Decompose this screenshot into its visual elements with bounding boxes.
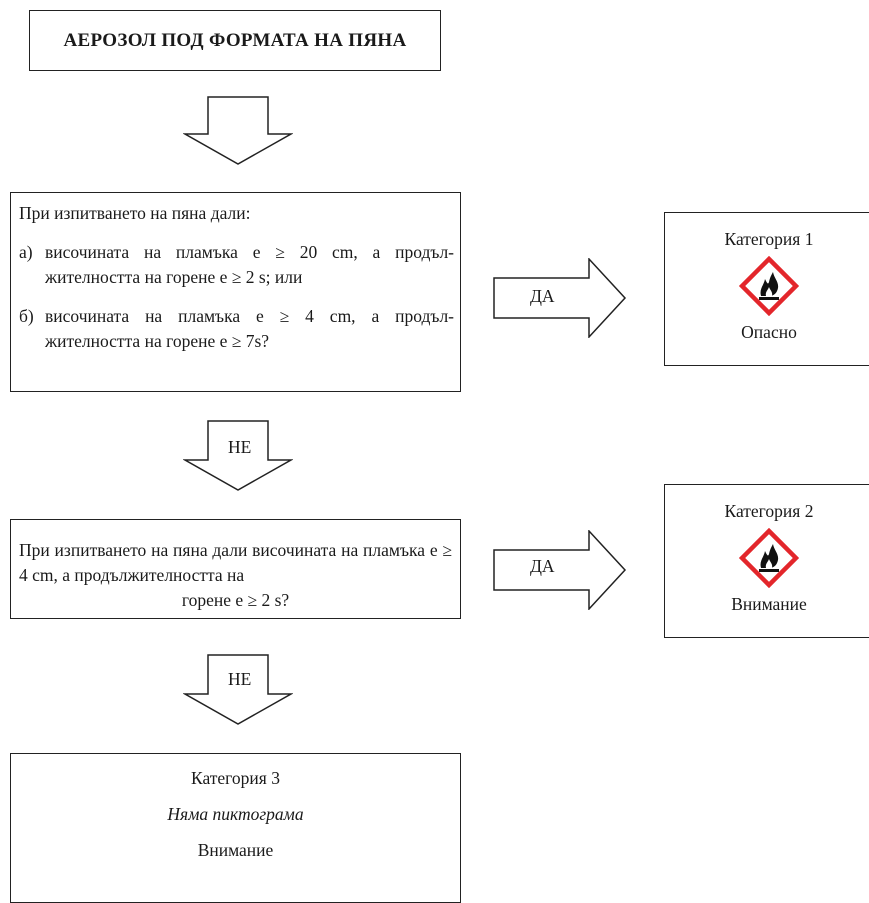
down-arrow-no-1 [183, 420, 293, 491]
category-1-signal-word: Опасно [741, 322, 797, 342]
no-label-1: НЕ [228, 437, 252, 457]
category-3-title: Категория 3 [191, 768, 280, 788]
page-title: АЕРОЗОЛ ПОД ФОРМАТА НА ПЯНА [63, 29, 407, 51]
category-2-title: Категория 2 [724, 501, 814, 521]
category-1-box: Категория 1 Опасно [664, 212, 869, 366]
category-3-no-pictogram: Няма пиктограма [167, 804, 304, 824]
yes-label-1: ДА [530, 286, 555, 306]
item-a-text: височината на пламъка е ≥ 20 cm, а продъ… [45, 242, 454, 287]
item-a-mark: а) [19, 242, 33, 262]
question-2-box: При изпитването на пяна дали височината … [10, 519, 461, 619]
down-arrow-1 [183, 96, 293, 165]
no-label-2: НЕ [228, 669, 252, 689]
category-3-box: Категория 3 Няма пиктограма Внимание [10, 753, 461, 903]
question-1-item-a: а) височината на пламъка е ≥ 20 cm, а пр… [19, 240, 454, 290]
category-1-title: Категория 1 [724, 229, 814, 249]
item-b-mark: б) [19, 306, 34, 326]
flame-icon [739, 256, 799, 316]
question-2-text: При изпитването на пяна дали височината … [19, 540, 452, 585]
question-1-item-b: б) височината на пламъка е ≥ 4 cm, а про… [19, 304, 454, 354]
category-2-signal-word: Внимание [731, 594, 807, 614]
right-arrow-yes-2 [493, 530, 627, 610]
down-arrow-no-2 [183, 654, 293, 725]
right-arrow-yes-1 [493, 258, 627, 338]
title-box: АЕРОЗОЛ ПОД ФОРМАТА НА ПЯНА [29, 10, 441, 71]
category-3-signal-word: Внимание [197, 840, 274, 860]
flame-icon [739, 528, 799, 588]
question-1-box: При изпитването на пяна дали: а) височин… [10, 192, 461, 392]
question-2-text-last: горене е ≥ 2 s? [181, 590, 290, 610]
category-2-box: Категория 2 Внимание [664, 484, 869, 638]
yes-label-2: ДА [530, 556, 555, 576]
question-1-intro: При изпитването на пяна дали: [19, 203, 251, 223]
item-b-text: височината на пламъка е ≥ 4 cm, а продъл… [45, 306, 454, 351]
